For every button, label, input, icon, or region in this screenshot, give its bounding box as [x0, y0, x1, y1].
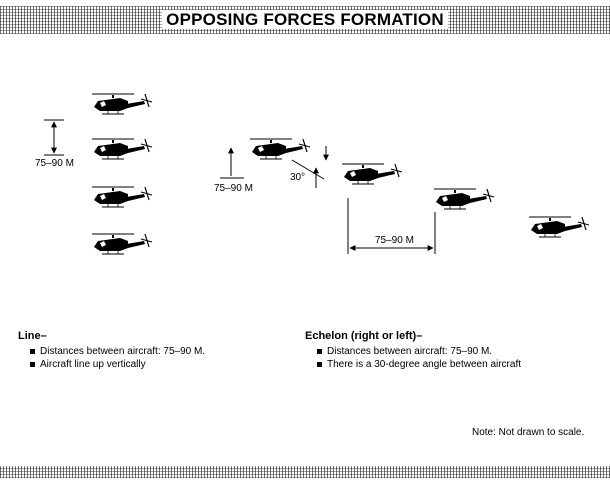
- helicopter-icon: [528, 216, 590, 238]
- echelon-legend: Echelon (right or left)– Distances betwe…: [305, 330, 521, 371]
- line-spacing-label: 75–90 M: [35, 158, 74, 169]
- helicopter-icon: [91, 138, 153, 160]
- echelon-vertical-dimension: 75–90 M: [214, 147, 253, 194]
- echelon-legend-item: Distances between aircraft: 75–90 M.: [317, 345, 521, 358]
- line-spacing-dimension: 75–90 M: [35, 119, 74, 169]
- helicopter-icon: [91, 186, 153, 208]
- footer-band: [0, 466, 610, 478]
- line-legend-item: Aircraft line up vertically: [30, 358, 205, 371]
- echelon-heading: Echelon (right or left)–: [305, 330, 423, 342]
- echelon-legend-item: There is a 30-degree angle between aircr…: [317, 358, 521, 371]
- page-title: OPPOSING FORCES FORMATION: [0, 8, 610, 32]
- line-heading: Line–: [18, 330, 47, 342]
- helicopter-icon: [91, 233, 153, 255]
- echelon-horizontal-dimension: 75–90 M: [347, 198, 436, 254]
- line-legend: Line– Distances between aircraft: 75–90 …: [18, 330, 205, 371]
- helicopter-icon: [91, 93, 153, 115]
- helicopter-icon: [249, 138, 311, 160]
- echelon-vertical-label: 75–90 M: [214, 183, 253, 194]
- helicopter-icon: [433, 188, 495, 210]
- angle-indicator: 30°: [290, 146, 329, 188]
- line-legend-item: Distances between aircraft: 75–90 M.: [30, 345, 205, 358]
- angle-label: 30°: [290, 172, 305, 183]
- helicopter-icon: [341, 163, 403, 185]
- echelon-horizontal-label: 75–90 M: [375, 235, 414, 246]
- scale-note: Note: Not drawn to scale.: [472, 427, 585, 438]
